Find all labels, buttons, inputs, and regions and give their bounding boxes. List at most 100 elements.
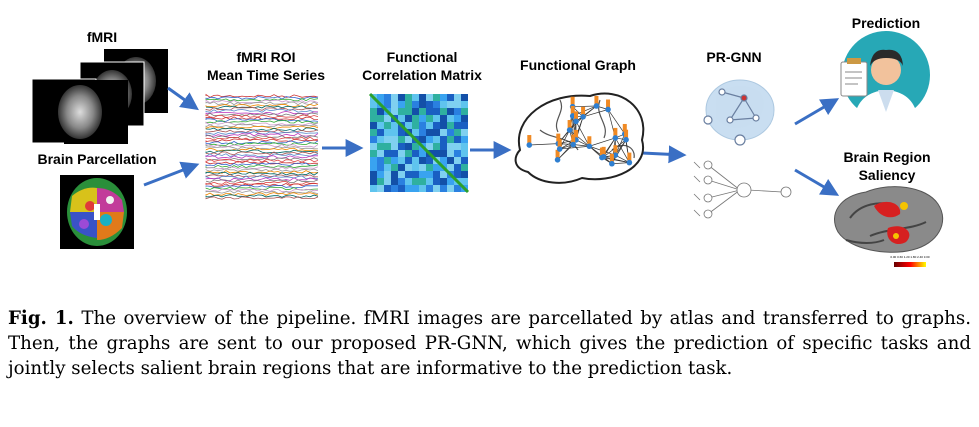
matrix-cell (377, 157, 384, 164)
matrix-cell (391, 94, 398, 101)
time-series-line (205, 153, 319, 158)
graph-edge (611, 139, 627, 164)
matrix-cell (419, 94, 426, 101)
graph-node (554, 157, 561, 163)
matrix-cell (461, 122, 468, 129)
matrix-cell (412, 122, 419, 129)
time-series-line (205, 101, 319, 106)
label-prgnn: PR-GNN (706, 49, 762, 65)
matrix-cell (426, 108, 433, 115)
matrix-cell (405, 143, 412, 150)
graph-node-feature (594, 95, 599, 104)
graph-node (623, 136, 629, 143)
matrix-cell (419, 185, 426, 192)
matrix-cell (391, 143, 398, 150)
matrix-cell (405, 115, 412, 122)
correlation-matrix (368, 92, 470, 194)
matrix-cell (370, 178, 377, 185)
matrix-cell (370, 143, 377, 150)
label-roi-line2: Mean Time Series (206, 67, 326, 83)
time-series-line (205, 170, 319, 174)
matrix-cell (426, 101, 433, 108)
matrix-cell (384, 115, 391, 122)
time-series-line (205, 155, 318, 159)
matrix-cell (440, 101, 447, 108)
matrix-cell (461, 143, 468, 150)
matrix-cell (419, 129, 426, 136)
time-series-line (205, 151, 319, 156)
matrix-cell (461, 164, 468, 171)
matrix-cell (426, 115, 433, 122)
matrix-cell (461, 150, 468, 157)
time-series-line (205, 168, 319, 172)
graph-node-feature (556, 133, 561, 142)
matrix-cell (377, 94, 384, 101)
matrix-cell (370, 108, 377, 115)
graph-node-feature (609, 153, 614, 162)
matrix-cell (454, 164, 461, 171)
graph-node-feature (567, 120, 572, 129)
time-series-line (205, 127, 319, 132)
matrix-cell (440, 129, 447, 136)
matrix-cell (447, 136, 454, 143)
matrix-cell (405, 122, 412, 129)
matrix-cell (454, 185, 461, 192)
matrix-cell (384, 143, 391, 150)
time-series-line (205, 108, 319, 113)
prgnn-model (693, 79, 792, 219)
time-series-line (205, 97, 319, 102)
matrix-cell (370, 129, 377, 136)
matrix-cell (419, 108, 426, 115)
label-brain-parcellation: Brain Parcellation (37, 151, 157, 167)
matrix-cell (370, 171, 377, 178)
matrix-cell (377, 143, 384, 150)
matrix-cell (426, 94, 433, 101)
matrix-cell (447, 150, 454, 157)
graph-edge (607, 109, 626, 135)
matrix-cell (426, 164, 433, 171)
matrix-cell (461, 136, 468, 143)
time-series-line (205, 129, 319, 134)
arrow-to-saliency (794, 168, 840, 196)
matrix-cell (419, 101, 426, 108)
graph-node-feature (573, 129, 578, 138)
arrows (143, 86, 840, 196)
matrix-cell (447, 115, 454, 122)
graph-node (605, 106, 611, 113)
matrix-cell (412, 115, 419, 122)
matrix-cell (398, 150, 405, 157)
matrix-cell (426, 171, 433, 178)
graph-node-feature (527, 135, 532, 144)
matrix-cell (384, 101, 391, 108)
matrix-cell (377, 108, 384, 115)
matrix-cell (377, 164, 384, 171)
matrix-cell (384, 129, 391, 136)
graph-edge (582, 109, 609, 118)
functional-graph-brain (514, 92, 645, 184)
matrix-cell (384, 185, 391, 192)
matrix-cell (405, 185, 412, 192)
matrix-cell (419, 122, 426, 129)
matrix-cell (440, 171, 447, 178)
label-corr-line2: Correlation Matrix (362, 67, 482, 83)
graph-node (609, 160, 615, 167)
matrix-cell (398, 171, 405, 178)
matrix-cell (412, 143, 419, 150)
graph-node (573, 118, 579, 125)
matrix-cell (426, 157, 433, 164)
matrix-cell (461, 157, 468, 164)
matrix-cell (454, 115, 461, 122)
time-series-line (205, 119, 319, 124)
matrix-cell (440, 178, 447, 185)
matrix-cell (461, 108, 468, 115)
matrix-cell (440, 94, 447, 101)
matrix-cell (433, 136, 440, 143)
matrix-cell (426, 136, 433, 143)
time-series-line (205, 136, 319, 141)
arrow-to-prediction (794, 98, 840, 126)
time-series-line (205, 93, 319, 98)
matrix-cell (412, 108, 419, 115)
graph-node (566, 127, 573, 133)
matrix-cell (370, 164, 377, 171)
matrix-cell (398, 101, 405, 108)
